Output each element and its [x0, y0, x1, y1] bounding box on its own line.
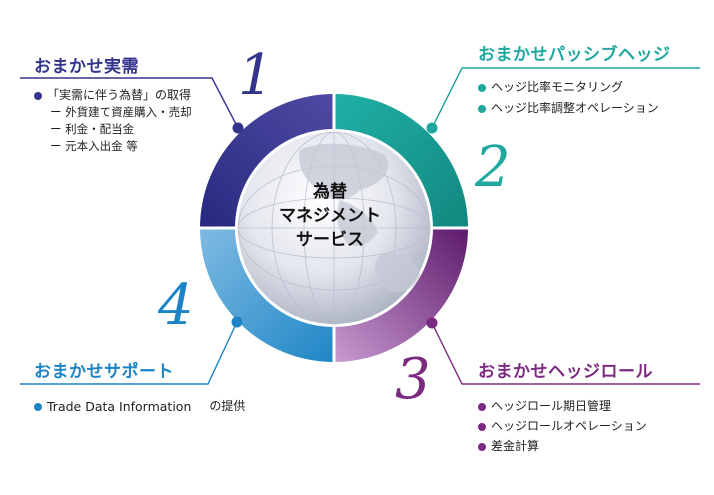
center-label: 為替 マネジメント サービス	[240, 180, 420, 252]
connector-dot-3	[426, 317, 438, 329]
connector-dot-2	[426, 122, 438, 134]
section-3: おまかせヘッジロール ヘッジロール期日管理 ヘッジロールオペレーション 差金計算	[478, 357, 653, 455]
center-line-2: マネジメント	[279, 206, 381, 226]
section-4-title: おまかせサポート	[34, 362, 174, 382]
continents	[299, 143, 420, 292]
ring-separators	[198, 92, 470, 364]
connector-4	[20, 321, 238, 385]
section-1-item-text: 「実需に伴う為替」の取得	[47, 88, 192, 102]
section-3-item: 差金計算	[478, 438, 653, 455]
bullet-icon	[478, 442, 486, 451]
section-4-item: Trade Data Information の提供	[34, 398, 245, 415]
bullet-icon	[478, 422, 486, 431]
section-1-sublist: ー 外貨建て資産購入・売却 ー 利金・配当金 ー 元本入出金 等	[34, 104, 192, 155]
number-3: 3	[395, 347, 431, 412]
section-4-list: Trade Data Information の提供	[34, 398, 245, 415]
connector-3	[431, 322, 700, 385]
bullet-icon	[478, 402, 486, 411]
number-1: 1	[238, 43, 274, 108]
section-3-title: おまかせヘッジロール	[478, 362, 653, 382]
bullet-icon	[34, 402, 42, 411]
section-4-item-main: Trade Data Information	[47, 399, 192, 414]
section-3-item: ヘッジロール期日管理	[478, 398, 653, 415]
section-2-item-text: ヘッジ比率調整オペレーション	[491, 101, 659, 115]
number-2: 2	[475, 135, 511, 200]
section-3-item-text: ヘッジロール期日管理	[491, 399, 612, 413]
section-1: おまかせ実需 「実需に伴う為替」の取得 ー 外貨建て資産購入・売却 ー 利金・配…	[34, 52, 192, 155]
bullet-icon	[478, 104, 486, 113]
section-2: おまかせパッシブヘッジ ヘッジ比率モニタリング ヘッジ比率調整オペレーション	[478, 40, 671, 117]
section-2-list: ヘッジ比率モニタリング ヘッジ比率調整オペレーション	[478, 79, 671, 117]
center-line-1: 為替	[313, 182, 347, 202]
section-1-list: 「実需に伴う為替」の取得	[34, 87, 192, 104]
ring-segment-4	[200, 228, 334, 362]
section-3-item-text: 差金計算	[491, 439, 540, 453]
section-1-subitem: ー 元本入出金 等	[50, 139, 138, 153]
section-3-list: ヘッジロール期日管理 ヘッジロールオペレーション 差金計算	[478, 398, 653, 455]
section-2-title: おまかせパッシブヘッジ	[478, 45, 671, 65]
section-2-item: ヘッジ比率調整オペレーション	[478, 100, 671, 117]
number-4: 4	[158, 273, 194, 338]
section-3-item-text: ヘッジロールオペレーション	[491, 419, 647, 433]
section-4-item-suffix: の提供	[209, 399, 246, 413]
section-1-subitem: ー 利金・配当金	[50, 122, 135, 136]
globe	[235, 129, 433, 327]
connector-1	[20, 77, 239, 129]
connector-dot-4	[231, 316, 243, 328]
section-4: おまかせサポート Trade Data Information の提供	[34, 357, 245, 415]
section-1-title: おまかせ実需	[34, 57, 139, 77]
section-2-item: ヘッジ比率モニタリング	[478, 79, 671, 96]
center-line-3: サービス	[296, 230, 364, 250]
section-1-subitem: ー 外貨建て資産購入・売却	[50, 105, 192, 119]
ring-segment-3	[334, 228, 468, 362]
section-2-item-text: ヘッジ比率モニタリング	[491, 80, 624, 94]
ring-segment-2	[334, 94, 468, 228]
bullet-icon	[34, 91, 42, 100]
section-3-item: ヘッジロールオペレーション	[478, 418, 653, 435]
connector-2	[431, 67, 700, 129]
connector-dot-1	[232, 122, 244, 134]
ring-segment-1	[200, 94, 334, 228]
section-1-item: 「実需に伴う為替」の取得	[34, 87, 192, 104]
bullet-icon	[478, 83, 486, 92]
